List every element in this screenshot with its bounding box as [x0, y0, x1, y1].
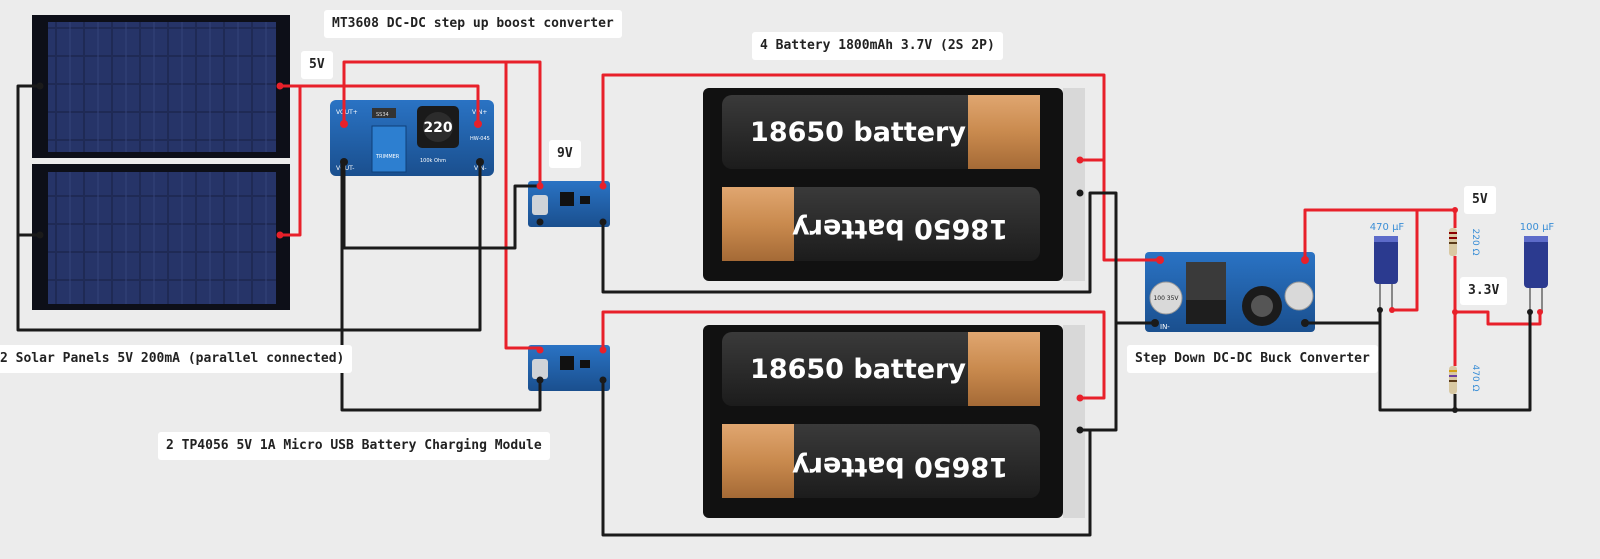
- tp4056-module-bottom: [528, 345, 610, 391]
- battery-holder-top: 18650 battery 18650 battery: [703, 88, 1085, 281]
- buck-in-minus: IN-: [1160, 323, 1170, 331]
- battery-text-2: 18650 battery: [792, 213, 1008, 244]
- capacitor-470uf-label: 470 µF: [1370, 222, 1405, 233]
- capacitor-100uf-label: 100 µF: [1520, 222, 1555, 233]
- tp4056-voltage-label: 9V: [549, 140, 581, 168]
- solar-panels-label: 2 Solar Panels 5V 200mA (parallel connec…: [0, 345, 353, 373]
- capacitor-470uf: [1374, 236, 1398, 310]
- connection-nodes: [36, 82, 1543, 434]
- battery-text-1: 18650 battery: [750, 117, 966, 148]
- output-3v3-label: 3.3V: [1460, 277, 1508, 305]
- wires-negative: [16, 84, 1532, 537]
- tp4056-label: 2 TP4056 5V 1A Micro USB Battery Chargin…: [158, 432, 550, 460]
- wires-positive: [280, 60, 1542, 400]
- battery-label: 4 Battery 1800mAh 3.7V (2S 2P): [752, 32, 1003, 60]
- boost-resistor: SS34: [376, 112, 389, 118]
- capacitor-100uf: [1524, 236, 1548, 312]
- tp4056-module-top: [528, 181, 610, 227]
- solar-panel-top: [32, 15, 290, 158]
- boost-vin-plus: VIN+: [472, 109, 487, 116]
- output-5v-label: 5V: [1464, 186, 1496, 214]
- boost-vout-plus: VOUT+: [336, 109, 358, 116]
- resistor-470: [1449, 366, 1457, 394]
- resistor-220-label: 220 Ω: [1470, 229, 1480, 256]
- boost-trimmer-ohm: 100k Ohm: [420, 158, 446, 164]
- solar-voltage-label: 5V: [301, 51, 333, 79]
- boost-converter-label: MT3608 DC-DC step up boost converter: [324, 10, 622, 38]
- buck-cap-label: 100 35V: [1153, 295, 1179, 302]
- battery-text-3: 18650 battery: [750, 354, 966, 385]
- boost-model: HW-045: [470, 136, 490, 142]
- buck-converter-label: Step Down DC-DC Buck Converter: [1127, 345, 1378, 373]
- boost-converter-board: 220 VOUT+ VOUT- VIN+ VIN- TRIMMER 100k O…: [330, 100, 494, 176]
- battery-text-4: 18650 battery: [792, 451, 1008, 482]
- boost-inductor-label: 220: [423, 120, 452, 136]
- battery-holder-bottom: 18650 battery 18650 battery: [703, 325, 1085, 518]
- resistor-470-label: 470 Ω: [1470, 365, 1480, 392]
- boost-trimmer: TRIMMER: [375, 154, 400, 160]
- resistor-220: [1449, 228, 1457, 256]
- solar-panel-bottom: [32, 164, 290, 310]
- buck-converter-board: 100 35V IN-: [1145, 252, 1315, 332]
